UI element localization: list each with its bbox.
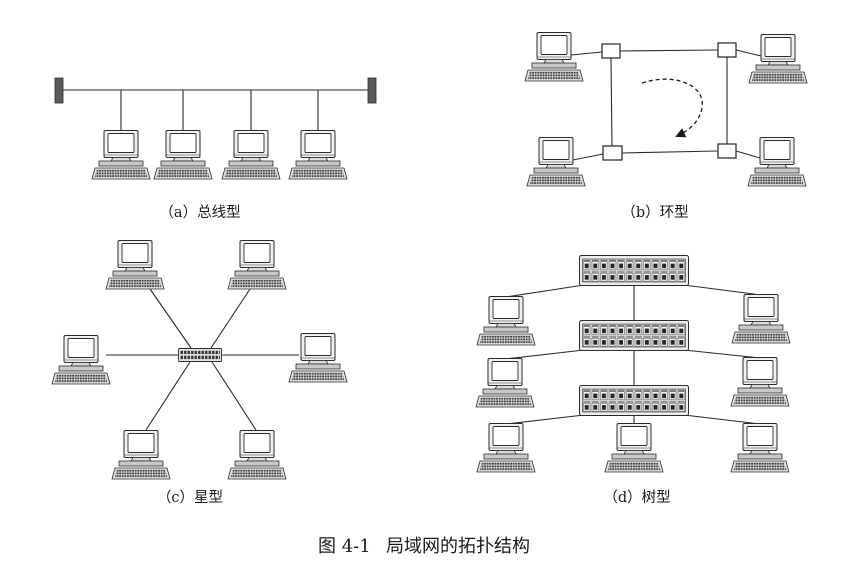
computer-icon bbox=[730, 357, 790, 407]
computer-icon bbox=[51, 335, 111, 385]
ring-node-icon bbox=[717, 143, 737, 159]
computer-icon bbox=[747, 137, 807, 187]
ring-link bbox=[610, 57, 613, 147]
ring-tap-cable bbox=[570, 51, 603, 56]
terminator-right-icon bbox=[367, 77, 377, 104]
panel-ring: （b）环型 bbox=[524, 32, 808, 221]
ring-link bbox=[619, 49, 719, 52]
figure-caption: 图 4-1 局域网的拓扑结构 bbox=[318, 536, 530, 557]
terminator-left-icon bbox=[54, 77, 64, 104]
computer-icon bbox=[91, 130, 151, 180]
ring-node-icon bbox=[602, 145, 623, 161]
computer-icon bbox=[153, 130, 213, 180]
computer-icon bbox=[288, 130, 348, 180]
panel-tree: （d）树型 bbox=[475, 255, 791, 506]
ring-tap-cable bbox=[572, 153, 604, 161]
tree-link bbox=[505, 414, 585, 425]
switch-icon bbox=[579, 385, 689, 416]
star-link bbox=[149, 288, 192, 349]
panel-bus: （a）总线型 bbox=[54, 77, 377, 221]
ring-tap-cable bbox=[735, 150, 761, 159]
ring-node-icon bbox=[717, 42, 737, 58]
tree-link bbox=[683, 414, 761, 425]
computer-icon bbox=[105, 240, 165, 290]
ring-node-icon bbox=[601, 43, 621, 59]
panel-label-ring: （b）环型 bbox=[621, 204, 688, 221]
ring-tap-cable bbox=[735, 49, 762, 57]
tree-link bbox=[505, 284, 585, 298]
computer-icon bbox=[476, 423, 536, 473]
computer-icon bbox=[227, 240, 287, 290]
computer-icon bbox=[748, 34, 808, 84]
ring-direction-arrow bbox=[641, 78, 703, 138]
switch-icon bbox=[579, 320, 689, 351]
computer-icon bbox=[604, 423, 664, 473]
tree-link bbox=[504, 349, 585, 360]
switch-icon bbox=[579, 255, 689, 286]
star-link bbox=[145, 361, 191, 431]
star-link bbox=[211, 361, 257, 431]
figure-number: 图 4-1 bbox=[318, 536, 371, 557]
tree-link bbox=[683, 284, 762, 296]
hub-icon bbox=[178, 348, 222, 362]
computer-icon bbox=[730, 423, 790, 473]
computer-icon bbox=[524, 32, 584, 82]
computer-icon bbox=[476, 296, 536, 346]
ring-link bbox=[621, 150, 719, 154]
computer-icon bbox=[475, 358, 535, 408]
panel-star: （c）星型 bbox=[51, 240, 348, 506]
panel-label-tree: （d）树型 bbox=[603, 489, 670, 506]
computer-icon bbox=[288, 333, 348, 383]
panel-label-bus: （a）总线型 bbox=[159, 204, 240, 221]
tree-link bbox=[683, 349, 761, 359]
panel-label-star: （c）星型 bbox=[157, 489, 223, 506]
computer-icon bbox=[526, 137, 586, 187]
star-link bbox=[210, 288, 251, 349]
computer-icon bbox=[227, 430, 287, 480]
computer-icon bbox=[221, 130, 281, 180]
figure-title: 局域网的拓扑结构 bbox=[386, 536, 530, 557]
computer-icon bbox=[111, 430, 171, 480]
computer-icon bbox=[731, 294, 791, 344]
